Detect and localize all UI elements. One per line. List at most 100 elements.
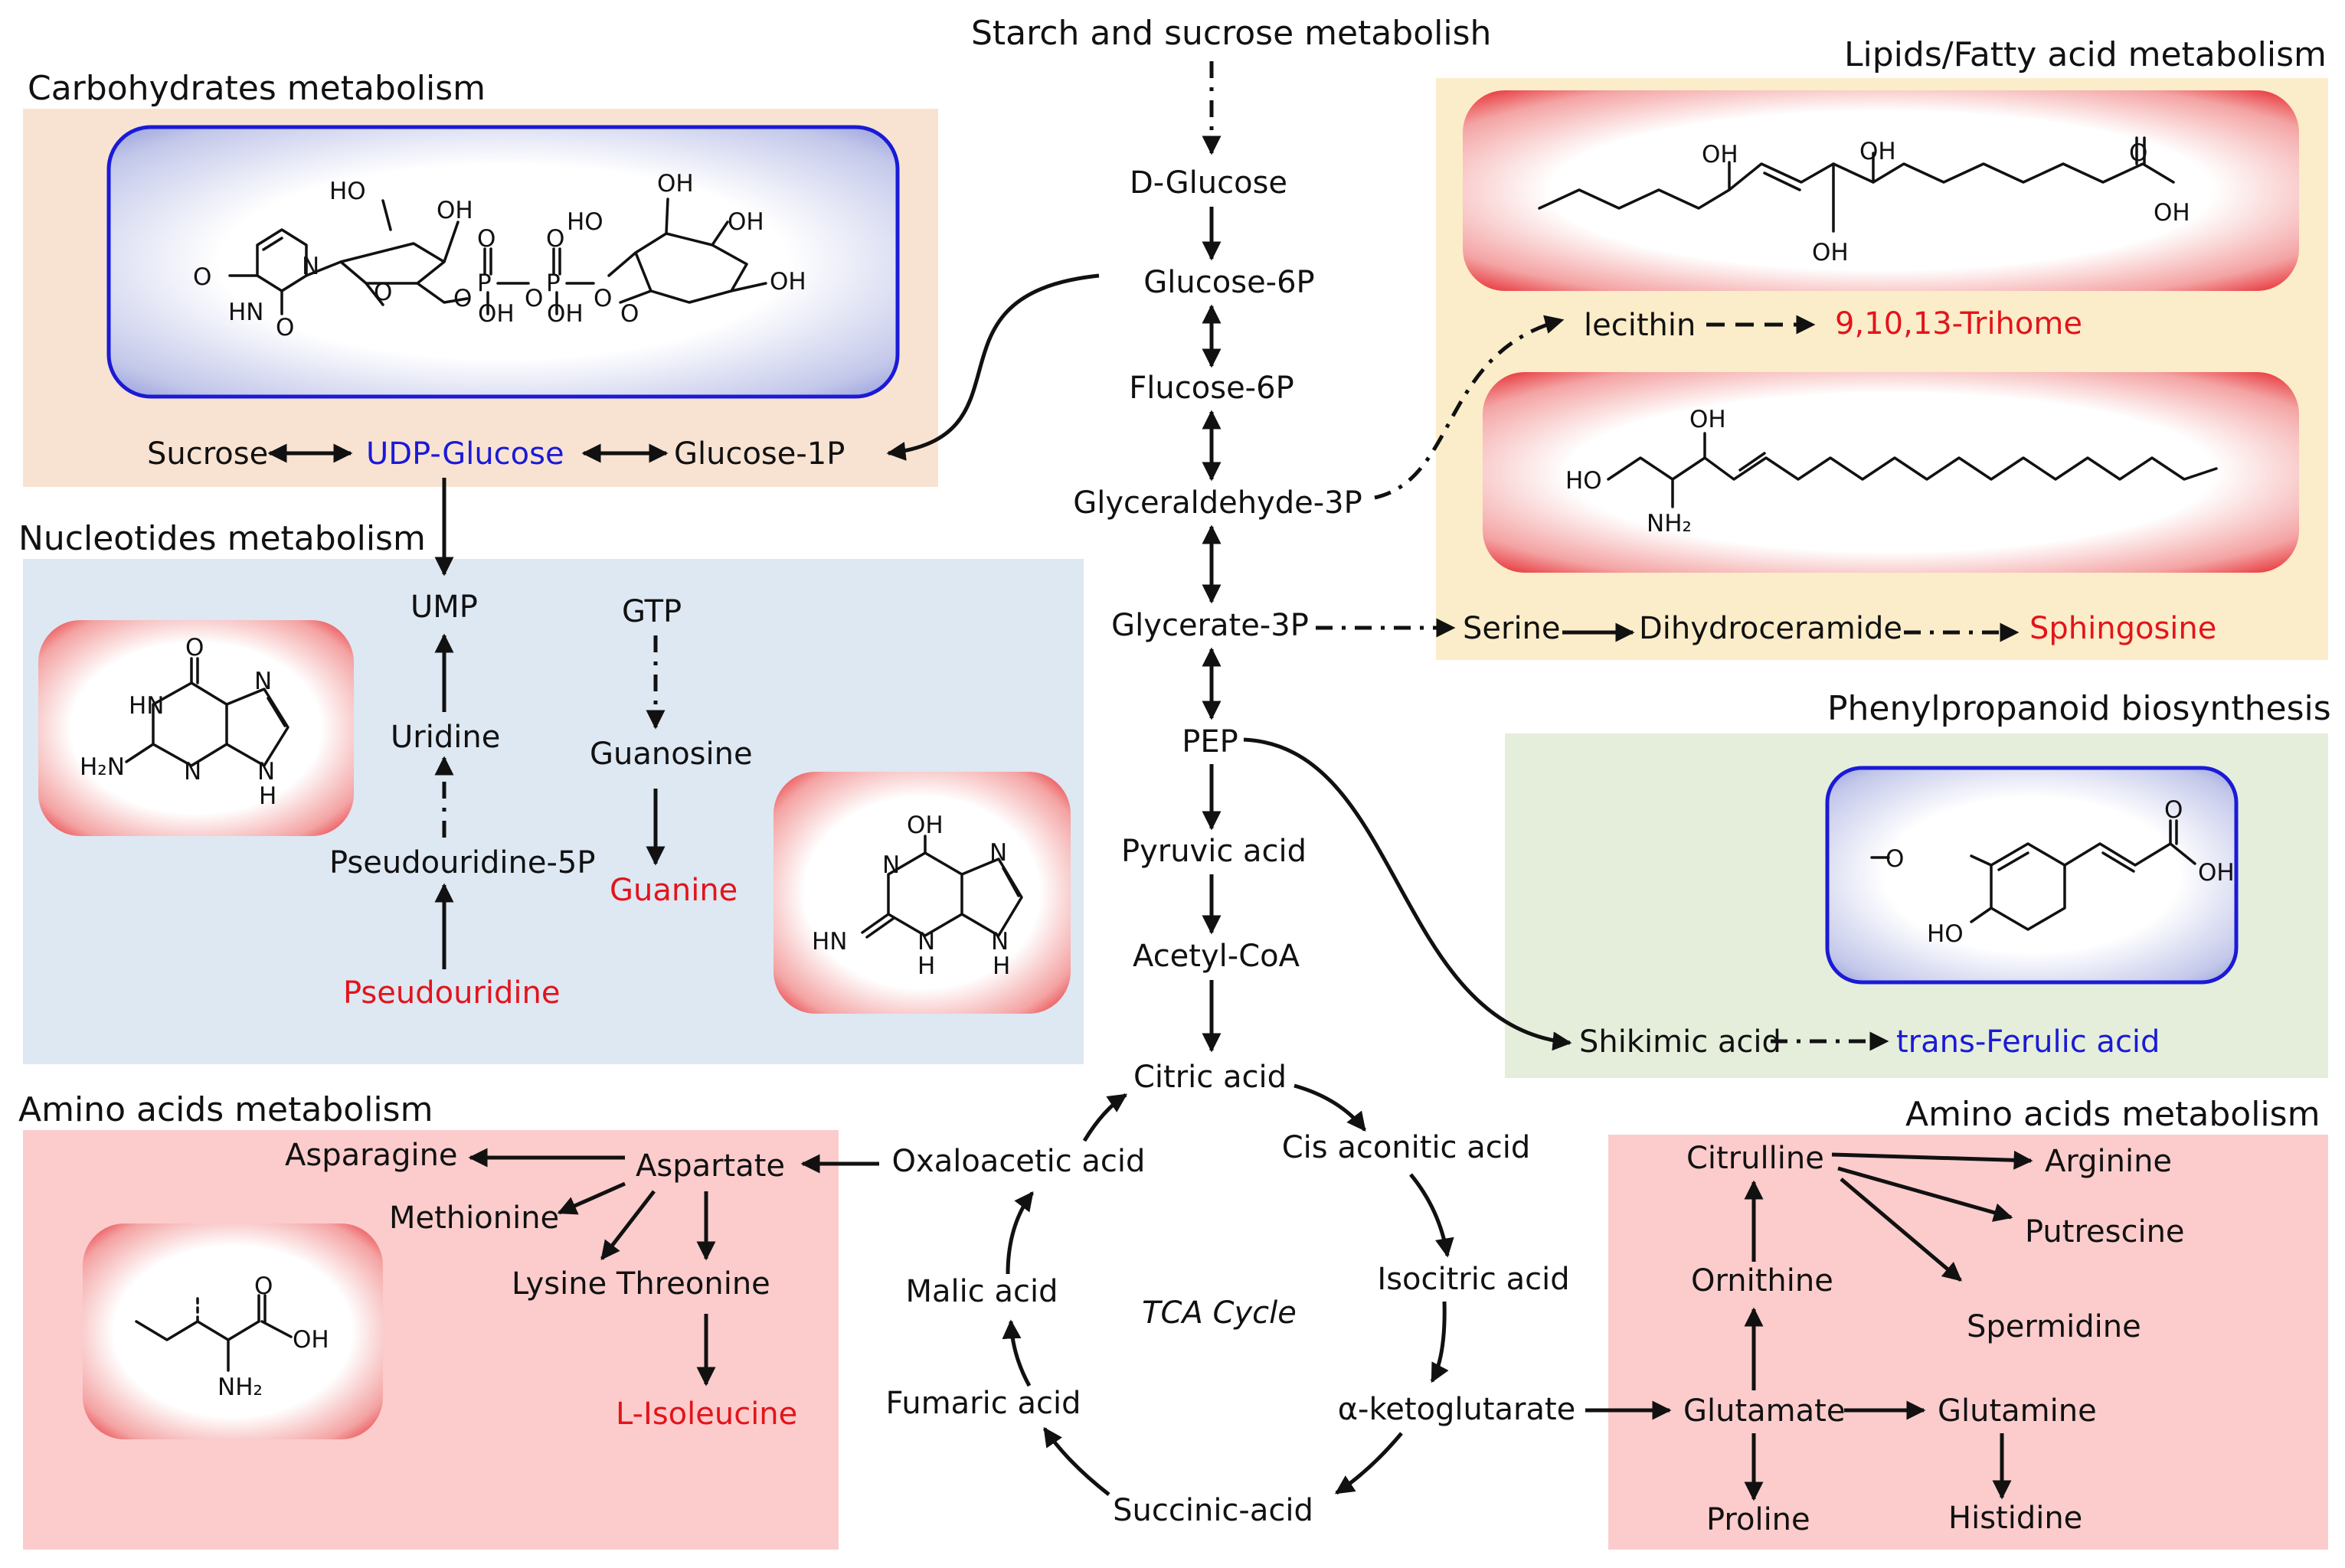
svg-text:OH: OH — [1689, 406, 1726, 433]
ornithine-label: Ornithine — [1691, 1263, 1833, 1298]
svg-text:OH: OH — [547, 300, 584, 328]
svg-text:O: O — [2164, 796, 2183, 824]
svg-text:OH: OH — [1859, 138, 1896, 165]
glucose-1p-label: Glucose-1P — [674, 436, 845, 472]
trihome-structure-box — [1463, 90, 2299, 291]
nuc-title: Nucleotides metabolism — [18, 519, 426, 558]
methionine-label: Methionine — [389, 1200, 559, 1236]
isoleucine-structure: O OH NH₂ — [135, 1272, 329, 1401]
svg-text:H: H — [993, 952, 1010, 980]
svg-text:HO: HO — [329, 178, 366, 205]
svg-text:HN: HN — [129, 692, 165, 720]
pseudouridine-label: Pseudouridine — [343, 975, 560, 1011]
svg-text:OH: OH — [770, 268, 806, 296]
uridine-label: Uridine — [391, 720, 500, 755]
putrescine-label: Putrescine — [2025, 1214, 2185, 1250]
histidine-label: Histidine — [1948, 1501, 2082, 1536]
fumaric-label: Fumaric acid — [886, 1386, 1081, 1421]
svg-text:O: O — [2129, 139, 2147, 167]
udp-glucose-label: UDP-Glucose — [366, 436, 564, 472]
svg-text:O: O — [254, 1272, 273, 1300]
ferulic-structure-box — [1825, 766, 2239, 985]
starch-title: Starch and sucrose metabolish — [971, 14, 1491, 53]
svg-text:O: O — [477, 225, 495, 253]
svg-text:O: O — [374, 279, 392, 306]
svg-text:N: N — [254, 668, 272, 695]
guanine-structure-left: O HN N N H N H₂N — [80, 634, 289, 810]
glutamate-label: Glutamate — [1683, 1393, 1845, 1429]
svg-text:OH: OH — [728, 208, 764, 236]
amino-left-title: Amino acids metabolism — [18, 1090, 433, 1129]
svg-text:O: O — [594, 285, 612, 312]
svg-text:OH: OH — [2154, 199, 2190, 227]
pep-label: PEP — [1182, 724, 1238, 760]
malic-label: Malic acid — [906, 1274, 1058, 1309]
sphingosine-structure-box — [1483, 372, 2299, 573]
serine-label: Serine — [1463, 611, 1561, 646]
aspartate-label: Aspartate — [636, 1148, 785, 1184]
flucose-6p-label: Flucose-6P — [1129, 371, 1294, 406]
pseudouridine-5p-label: Pseudouridine-5P — [329, 845, 595, 880]
svg-text:O: O — [185, 634, 204, 662]
svg-text:N: N — [302, 253, 319, 280]
trihome-structure: OH OH OH O OH — [1538, 136, 2190, 266]
svg-text:OH: OH — [657, 170, 694, 198]
shikimic-acid-label: Shikimic acid — [1579, 1024, 1781, 1060]
svg-text:H₂N: H₂N — [80, 753, 125, 781]
glycerate-3p-label: Glycerate-3P — [1111, 608, 1309, 643]
glutamine-label: Glutamine — [1938, 1393, 2097, 1429]
citrulline-label: Citrulline — [1686, 1141, 1824, 1176]
isocitric-label: Isocitric acid — [1377, 1262, 1569, 1297]
asparagine-label: Asparagine — [285, 1138, 458, 1173]
svg-text:N: N — [882, 851, 900, 879]
amino-right-title: Amino acids metabolism — [1905, 1095, 2320, 1134]
carb-title: Carbohydrates metabolism — [28, 69, 486, 108]
svg-text:OH: OH — [437, 197, 473, 224]
acetyl-coa-label: Acetyl-CoA — [1133, 939, 1300, 974]
svg-text:OH: OH — [293, 1326, 329, 1354]
gtp-label: GTP — [622, 594, 682, 629]
svg-text:O: O — [453, 285, 472, 312]
svg-text:H: H — [259, 782, 276, 810]
svg-text:OH: OH — [1702, 141, 1738, 168]
tca-cycle-label: TCA Cycle — [1142, 1295, 1297, 1331]
trihome-label: 9,10,13-Trihome — [1835, 306, 2082, 341]
cis-aconitic-label: Cis aconitic acid — [1282, 1130, 1531, 1165]
sphingosine-structure: HO OH NH₂ — [1565, 406, 2218, 537]
pyruvic-acid-label: Pyruvic acid — [1121, 834, 1307, 869]
svg-text:OH: OH — [1812, 239, 1849, 266]
isoleucine-structure-box — [83, 1223, 383, 1439]
ump-label: UMP — [410, 590, 478, 625]
lipid-title: Lipids/Fatty acid metabolism — [1844, 35, 2327, 74]
sucrose-label: Sucrose — [147, 436, 268, 472]
oxaloacetic-label: Oxaloacetic acid — [892, 1144, 1146, 1179]
svg-text:N: N — [257, 758, 275, 786]
spermidine-label: Spermidine — [1967, 1309, 2141, 1344]
ferulic-structure: O O OH HO — [1870, 796, 2235, 948]
svg-text:HN: HN — [812, 928, 848, 956]
svg-text:H: H — [917, 952, 935, 980]
svg-text:NH₂: NH₂ — [1647, 510, 1692, 537]
svg-text:N: N — [917, 928, 935, 956]
udp-glucose-structure-box — [106, 125, 900, 399]
arginine-label: Arginine — [2045, 1144, 2172, 1179]
svg-text:O: O — [620, 300, 639, 328]
svg-text:O: O — [546, 225, 564, 253]
guanine-structure-box-right — [773, 772, 1071, 1014]
svg-text:N: N — [989, 839, 1007, 867]
svg-text:O: O — [193, 263, 211, 291]
succinic-label: Succinic-acid — [1113, 1493, 1313, 1528]
isoleucine-label: L-Isoleucine — [616, 1396, 797, 1432]
svg-text:OH: OH — [2198, 859, 2235, 887]
glucose-6p-label: Glucose-6P — [1143, 265, 1314, 300]
svg-text:HO: HO — [1927, 920, 1964, 948]
glyceraldehyde-3p-label: Glyceraldehyde-3P — [1073, 485, 1362, 521]
svg-text:P: P — [546, 270, 561, 297]
proline-label: Proline — [1706, 1502, 1810, 1537]
guanine-label: Guanine — [610, 873, 738, 908]
svg-text:P: P — [477, 270, 492, 297]
citric-acid-label: Citric acid — [1133, 1060, 1287, 1095]
svg-text:HO: HO — [1565, 467, 1602, 495]
svg-text:NH₂: NH₂ — [217, 1374, 263, 1401]
